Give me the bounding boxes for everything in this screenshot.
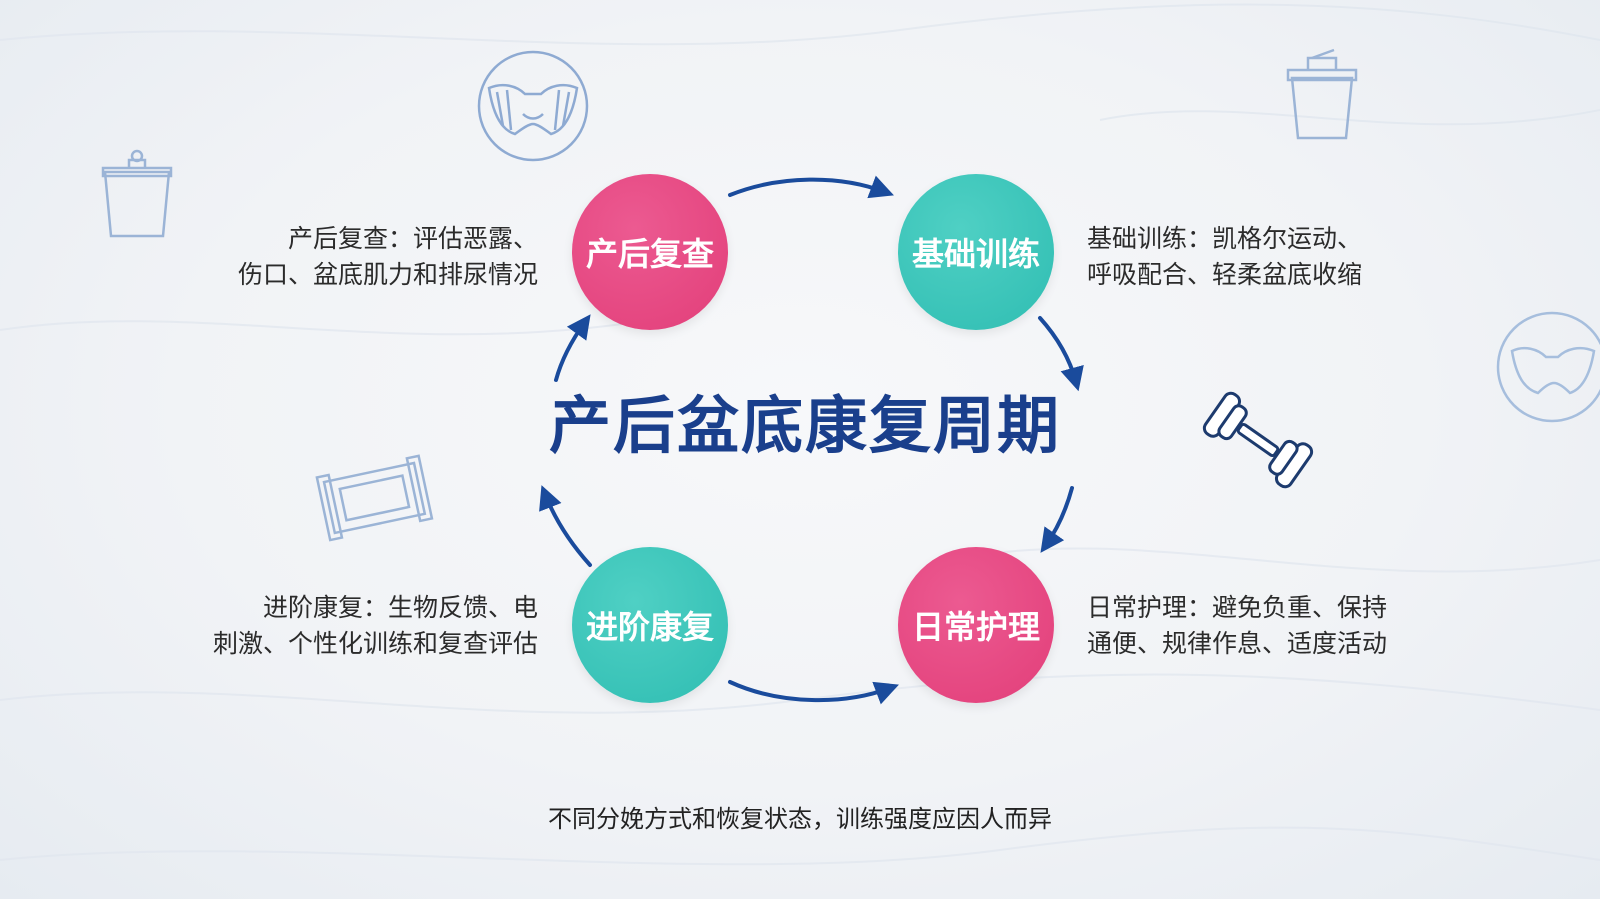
desc-basic-training: 基础训练：凯格尔运动、 呼吸配合、轻柔盆底收缩 xyxy=(1087,221,1362,293)
diagram-title: 产后盆底康复周期 xyxy=(548,389,1061,462)
arrow-check-to-training xyxy=(728,175,894,199)
arrow-training-to-care xyxy=(1038,316,1084,392)
desc-line: 产后复查：评估恶露、 xyxy=(287,224,538,253)
desc-postpartum-check: 产后复查：评估恶露、 伤口、盆底肌力和排尿情况 xyxy=(238,221,538,293)
desc-line: 呼吸配合、轻柔盆底收缩 xyxy=(1087,260,1363,289)
arrow-care-down xyxy=(1040,486,1074,553)
desc-advanced-rehab: 进阶康复：生物反馈、电 刺激、个性化训练和复查评估 xyxy=(213,590,538,662)
dumbbell-icon xyxy=(1202,391,1314,489)
desc-daily-care: 日常护理：避免负重、保持 通便、规律作息、适度活动 xyxy=(1087,590,1387,662)
arrow-advanced-to-care xyxy=(728,680,899,705)
footnote: 不同分娩方式和恢复状态，训练强度应因人而异 xyxy=(548,805,1052,833)
node-daily-care: 日常护理 xyxy=(898,547,1054,703)
node-label: 日常护理 xyxy=(911,608,1040,646)
desc-line: 通便、规律作息、适度活动 xyxy=(1087,629,1388,658)
bucket-icon xyxy=(101,149,173,238)
desc-line: 进阶康复：生物反馈、电 xyxy=(262,593,538,622)
node-label: 产后复查 xyxy=(585,235,714,273)
arrow-to-check xyxy=(554,314,591,382)
desc-line: 基础训练：凯格尔运动、 xyxy=(1087,224,1363,253)
node-basic-training: 基础训练 xyxy=(898,174,1054,330)
desc-line: 伤口、盆底肌力和排尿情况 xyxy=(237,260,538,289)
node-advanced-rehab: 进阶康复 xyxy=(572,547,728,703)
arrow-advanced-up xyxy=(539,485,592,567)
pelvic-belt-icon xyxy=(315,454,434,542)
desc-line: 日常护理：避免负重、保持 xyxy=(1087,593,1388,622)
node-label: 进阶康复 xyxy=(585,608,714,646)
pelvis-icon xyxy=(477,50,589,162)
node-postpartum-check: 产后复查 xyxy=(572,174,728,330)
desc-line: 刺激、个性化训练和复查评估 xyxy=(212,629,538,658)
cup-icon xyxy=(1286,48,1358,140)
pelvis-icon xyxy=(1496,311,1600,423)
node-label: 基础训练 xyxy=(911,235,1040,273)
